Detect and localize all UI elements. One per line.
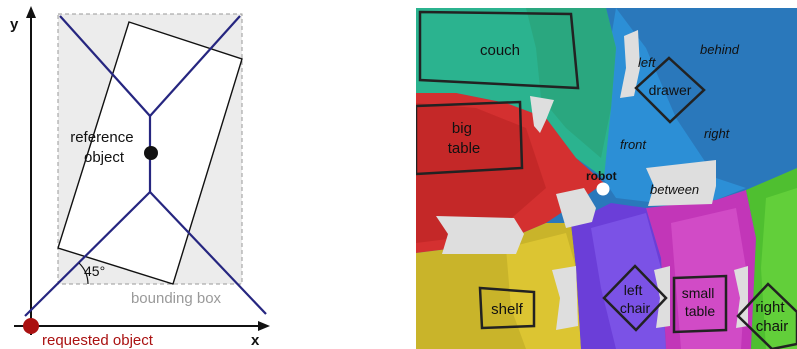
- y-axis-arrow: [26, 6, 36, 18]
- boundary-lines: [24, 15, 267, 317]
- couch-region-dark: [526, 8, 616, 158]
- reference-object-point: [144, 146, 158, 160]
- robot-label: robot: [586, 169, 617, 183]
- robot-marker[interactable]: [596, 182, 610, 196]
- x-axis-arrow: [258, 321, 270, 331]
- left-chair-region-light: [591, 213, 666, 349]
- right-chair-region-light: [761, 188, 797, 349]
- region-label-front: front: [620, 137, 647, 152]
- shelf-label: shelf: [491, 301, 524, 318]
- requested-object-label: requested object: [42, 332, 154, 349]
- couch-outline[interactable]: [418, 10, 580, 90]
- region-label-behind: behind: [700, 42, 740, 57]
- right-chair-label: right chair: [755, 299, 788, 335]
- semantic-region-map: left behind front right between robot co…: [416, 8, 797, 349]
- big-table-label: big table: [448, 120, 481, 157]
- occlusion-patches: [436, 30, 748, 330]
- angle-arc: [78, 262, 89, 285]
- big-table-outline[interactable]: [416, 100, 524, 176]
- left-chair-outline[interactable]: [602, 264, 668, 332]
- region-label-left: left: [638, 55, 657, 70]
- region-label-between: between: [650, 182, 699, 197]
- requested-object-point: [23, 318, 39, 334]
- angle-label: 45°: [84, 263, 105, 279]
- behind-region: [624, 8, 797, 188]
- reference-object-label: reference object: [70, 129, 138, 166]
- left-chair-label: left chair: [620, 282, 651, 316]
- small-table-label: small table: [682, 285, 719, 319]
- drawer-label: drawer: [649, 82, 692, 98]
- right-chair-outline[interactable]: [736, 282, 797, 349]
- x-axis-label: x: [251, 332, 260, 349]
- bounding-box-label: bounding box: [131, 290, 222, 307]
- spatial-relation-diagram: 45° reference object y x bounding box re…: [10, 6, 270, 349]
- region-label-right: right: [704, 126, 731, 141]
- couch-label: couch: [480, 42, 520, 59]
- y-axis-label: y: [10, 16, 19, 33]
- drawer-outline[interactable]: [634, 56, 706, 124]
- shelf-outline[interactable]: [478, 286, 536, 330]
- small-table-outline[interactable]: [672, 274, 728, 334]
- big-table-region-dark: [416, 103, 546, 243]
